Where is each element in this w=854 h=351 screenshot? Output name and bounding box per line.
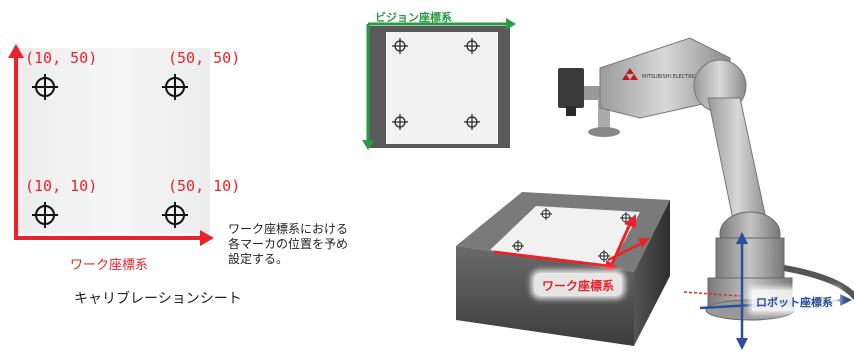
vision-view: [362, 18, 516, 150]
calibration-marker-icon: [32, 202, 58, 228]
work-coordinate-note: ワーク座標系における 各マーカの位置を予め 設定する。: [228, 222, 348, 267]
note-line: ワーク座標系における: [228, 222, 349, 236]
coord-top-left: (10, 50): [25, 49, 98, 67]
work-y-arrowhead: [8, 44, 24, 58]
work-axes-left: [8, 44, 214, 246]
note-line: 各マーカの位置を予め: [228, 237, 349, 251]
work-coordinate-badge: ワーク座標系: [534, 273, 623, 296]
calibration-marker-icon: [162, 202, 188, 228]
calibration-marker-icon: [32, 74, 58, 100]
brand-text: MITSUBISHI ELECTRIC: [642, 74, 697, 80]
sheet-caption: キャリブレーションシート: [74, 291, 242, 307]
note-line: 設定する。: [228, 252, 289, 266]
robot-coordinate-badge: ロボット座標系: [752, 290, 837, 311]
brand-logo-icon: [622, 68, 638, 80]
coord-bottom-left: (10, 10): [25, 177, 98, 195]
vision-coordinate-label: ビジョン座標系: [375, 11, 452, 24]
robot-coordinate-badge-text: ロボット座標系: [756, 296, 833, 309]
work-table-illustration: [456, 192, 670, 346]
work-coordinate-badge-text: ワーク座標系: [542, 279, 615, 293]
calibration-marker-icon: [162, 74, 188, 100]
coord-top-right: (50, 50): [168, 49, 241, 67]
work-coordinate-label: ワーク座標系: [70, 258, 149, 273]
work-x-arrowhead: [200, 230, 214, 246]
coord-bottom-right: (50, 10): [168, 177, 241, 195]
